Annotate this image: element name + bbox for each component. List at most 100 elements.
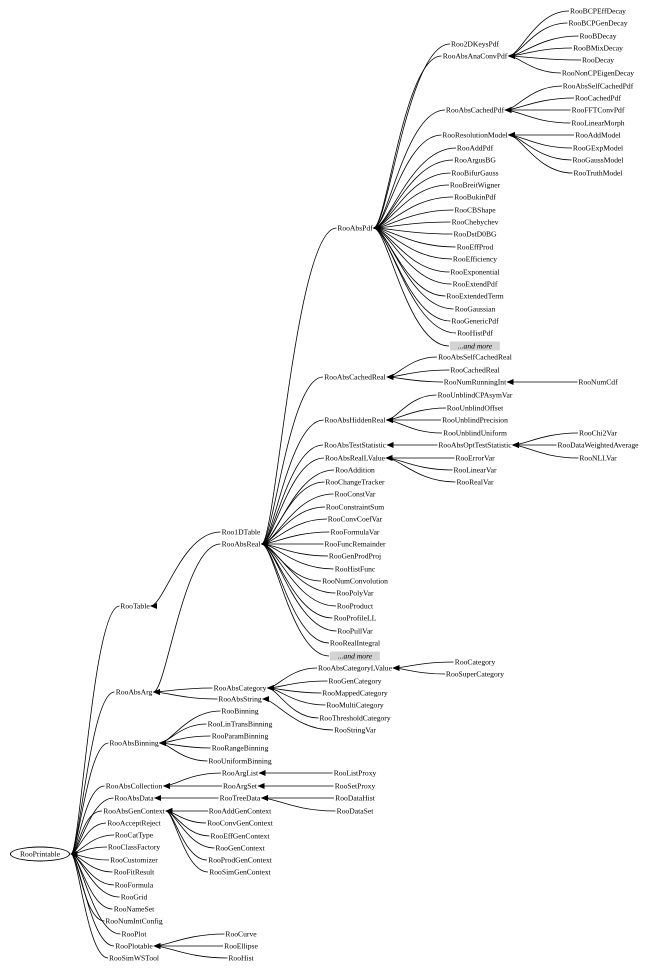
class-node-roo-generic-pdf[interactable]: RooGenericPdf: [451, 316, 499, 326]
class-node-roo-ellipse[interactable]: RooEllipse: [224, 941, 258, 951]
class-node-roo-truth-model[interactable]: RooTruthModel: [573, 168, 623, 178]
class-node-roo-gen-context[interactable]: RooGenContext: [215, 843, 265, 853]
class-node-roo-pull-var[interactable]: RooPullVar: [337, 626, 373, 636]
class-node-roo-plotable[interactable]: RooPlotable: [115, 941, 153, 951]
class-node-roo-binning[interactable]: RooBinning: [221, 706, 259, 716]
class-node-roo-abs-cached-real[interactable]: RooAbsCachedReal: [324, 372, 386, 382]
class-node-roo-add-model[interactable]: RooAddModel: [575, 130, 621, 140]
class-node-roo-super-category[interactable]: RooSuperCategory: [445, 669, 505, 679]
class-node-roo-addition[interactable]: RooAddition: [335, 465, 375, 475]
class-node-roo-arg-set[interactable]: RooArgSet: [222, 781, 258, 791]
class-node-roo-abs-collection[interactable]: RooAbsCollection: [105, 781, 163, 791]
class-node-roo-breit-wigner[interactable]: RooBreitWigner: [449, 180, 501, 190]
class-node-roo-fft-conv-pdf[interactable]: RooFFTConvPdf: [571, 105, 625, 115]
class-node-roo-formula-var[interactable]: RooFormulaVar: [330, 527, 380, 537]
class-node-roo-name-set[interactable]: RooNameSet: [113, 904, 155, 914]
class-node-roo-abs-category-l-value[interactable]: RooAbsCategoryLValue: [318, 663, 392, 673]
class-node-roo-abs-binning[interactable]: RooAbsBinning: [109, 738, 159, 748]
class-node-roo-mapped-category[interactable]: RooMappedCategory: [322, 688, 388, 698]
class-node-roo-abs-data[interactable]: RooAbsData: [114, 793, 154, 803]
class-node-roo-cached-real[interactable]: RooCachedReal: [450, 365, 500, 375]
class-node-roo-range-binning[interactable]: RooRangeBinning: [211, 743, 269, 753]
class-node-roo-prod-gen-context[interactable]: RooProdGenContext: [208, 855, 272, 865]
class-node-roo-add-gen-context[interactable]: RooAddGenContext: [208, 806, 272, 816]
class-node-roo-plot[interactable]: RooPlot: [121, 929, 147, 939]
class-node-roo-data-weighted-average[interactable]: RooDataWeightedAverage: [557, 440, 639, 450]
class-node-roo-printable[interactable]: RooPrintable: [9, 846, 71, 862]
class-node-roo2-d-keys-pdf[interactable]: Roo2DKeysPdf: [450, 39, 500, 49]
class-node-roo-linear-morph[interactable]: RooLinearMorph: [571, 118, 625, 128]
class-node-roo-accept-reject[interactable]: RooAcceptReject: [107, 818, 161, 828]
class-node-roo-abs-self-cached-real[interactable]: RooAbsSelfCachedReal: [438, 352, 512, 362]
class-node-roo-abs-opt-test-statistic[interactable]: RooAbsOptTestStatistic: [438, 440, 512, 450]
class-node-roo-arg-list[interactable]: RooArgList: [221, 768, 259, 778]
class-node-roo-decay[interactable]: RooDecay: [581, 55, 615, 65]
class-node-roo-real-var[interactable]: RooRealVar: [456, 477, 494, 487]
class-node-roo-hist[interactable]: RooHist: [228, 953, 254, 963]
class-node-roo-exponential[interactable]: RooExponential: [450, 267, 500, 277]
class-node-roo-unblind-offset[interactable]: RooUnblindOffset: [446, 403, 504, 413]
class-node-roo-b-mix-decay[interactable]: RooBMixDecay: [573, 43, 623, 53]
class-node-roo-cb-shape[interactable]: RooCBShape: [454, 205, 496, 215]
class-node-roo-class-factory[interactable]: RooClassFactory: [107, 842, 161, 852]
class-node-roo-string-var[interactable]: RooStringVar: [334, 725, 376, 735]
class-node-roo-g-exp-model[interactable]: RooGExpModel: [572, 143, 624, 153]
class-node-roo-dst-d0-bg[interactable]: RooDstD0BG: [453, 229, 497, 239]
class-node-roo-abs-pdf[interactable]: RooAbsPdf: [337, 223, 373, 233]
class-node-roo-sim-gen-context[interactable]: RooSimGenContext: [209, 867, 271, 877]
class-node-roo-set-proxy[interactable]: RooSetProxy: [334, 781, 376, 791]
class-node-roo-sim-ws-tool[interactable]: RooSimWSTool: [108, 953, 160, 963]
class-node-roo-chebychev[interactable]: RooChebychev: [451, 217, 499, 227]
class-node-roo-eff-prod[interactable]: RooEffProd: [456, 242, 494, 252]
class-node-roo-abs-arg[interactable]: RooAbsArg: [115, 687, 153, 697]
class-node-roo-customizer[interactable]: RooCustomizer: [110, 855, 158, 865]
class-node-roo-add-pdf[interactable]: RooAddPdf: [456, 143, 494, 153]
class-node-roo-nll-var[interactable]: RooNLLVar: [579, 453, 617, 463]
class-node-roo-abs-ana-conv-pdf[interactable]: RooAbsAnaConvPdf: [442, 51, 508, 61]
class-node-roo-bukin-pdf[interactable]: RooBukinPdf: [454, 192, 496, 202]
class-node-roo-grid[interactable]: RooGrid: [120, 892, 148, 902]
class-node-roo-gen-prod-proj[interactable]: RooGenProdProj: [328, 551, 382, 561]
class-node-roo-poly-var[interactable]: RooPolyVar: [336, 588, 374, 598]
class-node-roo-const-var[interactable]: RooConstVar: [334, 489, 376, 499]
class-node-roo-cached-pdf[interactable]: RooCachedPdf: [575, 93, 621, 103]
class-node-roo-constraint-sum[interactable]: RooConstraintSum: [325, 502, 385, 512]
class-node-roo-data-set[interactable]: RooDataSet: [336, 806, 374, 816]
class-node-roo-list-proxy[interactable]: RooListProxy: [333, 768, 377, 778]
class-node-roo-abs-real-l-value[interactable]: RooAbsRealLValue: [324, 453, 386, 463]
class-node-roo-product[interactable]: RooProduct: [336, 601, 374, 611]
class-node-roo-bcp-gen-decay[interactable]: RooBCPGenDecay: [568, 18, 628, 28]
class-node-roo-abs-hidden-real[interactable]: RooAbsHiddenReal: [324, 415, 386, 425]
class-node-roo-b-decay[interactable]: RooBDecay: [579, 31, 617, 41]
class-node-roo-cat-type[interactable]: RooCatType: [114, 830, 154, 840]
class-node-roo-bifur-gauss[interactable]: RooBifurGauss: [451, 168, 499, 178]
class-node-roo-table[interactable]: RooTable: [120, 601, 150, 611]
class-node-roo-eff-gen-context[interactable]: RooEffGenContext: [210, 831, 270, 841]
class-node-roo-abs-cached-pdf[interactable]: RooAbsCachedPdf: [445, 105, 505, 115]
class-node-roo-unblind-precision[interactable]: RooUnblindPrecision: [442, 415, 508, 425]
class-node-roo-hist-pdf[interactable]: RooHistPdf: [457, 328, 493, 338]
class-node-roo-abs-gen-context[interactable]: RooAbsGenContext: [103, 806, 165, 816]
class-node-roo-abs-string[interactable]: RooAbsString: [218, 694, 262, 704]
class-node-roo-conv-gen-context[interactable]: RooConvGenContext: [207, 818, 273, 828]
class-node-roo-multi-category[interactable]: RooMultiCategory: [326, 700, 384, 710]
class-node-roo-func-remainder[interactable]: RooFuncRemainder: [324, 539, 386, 549]
class-node-roo-num-convolution[interactable]: RooNumConvolution: [322, 576, 388, 586]
class-node-roo-num-running-int[interactable]: RooNumRunningInt: [443, 377, 507, 387]
class-node-roo-change-tracker[interactable]: RooChangeTracker: [325, 477, 385, 487]
class-node-roo-param-binning[interactable]: RooParamBinning: [211, 731, 269, 741]
class-node-roo-linear-var[interactable]: RooLinearVar: [453, 465, 497, 475]
class-node-roo-efficiency[interactable]: RooEfficiency: [452, 254, 498, 264]
class-node-roo-error-var[interactable]: RooErrorVar: [455, 453, 495, 463]
class-node-roo-data-hist[interactable]: RooDataHist: [335, 793, 375, 803]
class-node-roo-non-cp-eigen-decay[interactable]: RooNonCPEigenDecay: [561, 68, 635, 78]
class-node-roo-threshold-category[interactable]: RooThresholdCategory: [319, 713, 391, 723]
class-node-roo-abs-real[interactable]: RooAbsReal: [221, 539, 261, 549]
class-node-roo-unblind-cp-asym-var[interactable]: RooUnblindCPAsymVar: [437, 390, 513, 400]
class-node-roo-chi2-var[interactable]: RooChi2Var: [579, 428, 617, 438]
class-node-roo-abs-test-statistic[interactable]: RooAbsTestStatistic: [324, 440, 386, 450]
class-node-roo-unblind-uniform[interactable]: RooUnblindUniform: [443, 428, 507, 438]
class-node-roo-category[interactable]: RooCategory: [454, 657, 496, 667]
class-node-roo-resolution-model[interactable]: RooResolutionModel: [442, 130, 508, 140]
class-node-roo-extend-pdf[interactable]: RooExtendPdf: [452, 279, 498, 289]
